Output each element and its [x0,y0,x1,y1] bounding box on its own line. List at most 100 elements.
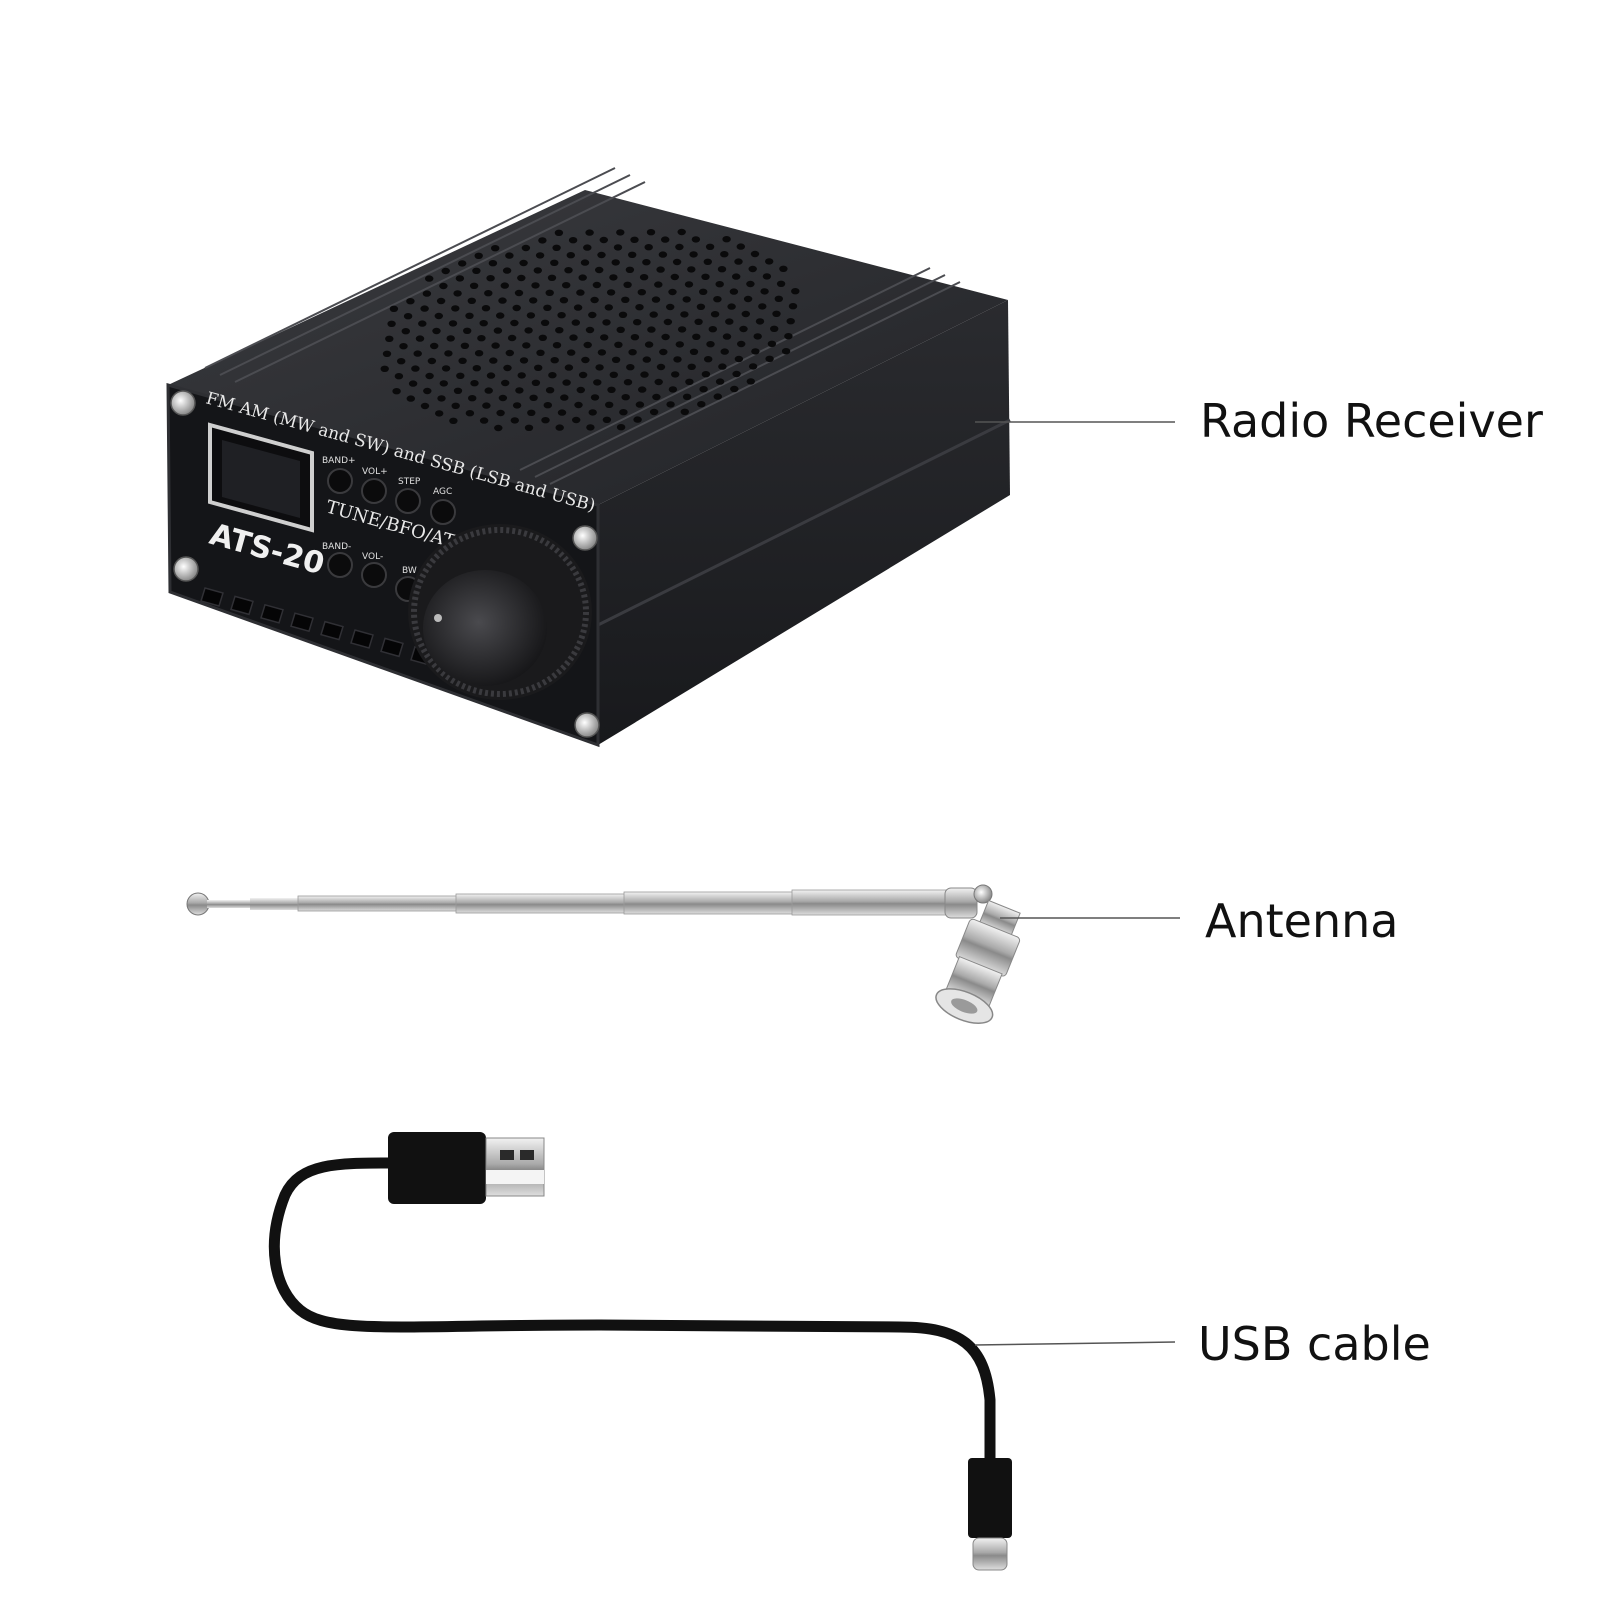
grille-hole [576,289,585,296]
step-button[interactable]: STEP [395,477,421,514]
grille-hole [687,266,696,273]
grille-hole [774,295,783,302]
grille-hole [616,326,625,333]
grille-hole [649,311,658,318]
grille-hole [651,296,661,303]
band-minus-button[interactable]: BAND- [322,542,353,578]
grille-hole [535,252,545,259]
grille-hole [621,394,630,401]
grille-hole [439,282,448,290]
grille-hole [722,333,732,340]
grille-hole [649,408,659,416]
grille-hole [436,297,446,305]
grille-hole [590,394,600,401]
grille-hole [713,296,722,303]
grille-hole [394,373,404,380]
grille-hole [524,424,534,431]
grille-hole [574,401,583,409]
grille-hole [387,320,396,327]
grille-hole [423,387,432,395]
grille-hole [552,342,562,349]
grille-hole [578,371,588,379]
bnc-connector-icon [935,899,1021,1024]
grille-hole [682,296,691,303]
screw-icon [170,390,196,416]
grille-hole [524,327,533,334]
grille-hole [420,305,429,312]
grille-hole [720,251,729,258]
grille-hole [489,357,498,364]
svg-text:BAND+: BAND+ [322,456,356,466]
vent-slot [290,612,314,633]
grille-hole [583,341,592,349]
grille-hole [597,349,607,356]
grille-hole [529,297,538,304]
grille-hole [770,325,779,332]
grille-hole [550,259,559,266]
grille-hole [600,334,609,341]
grille-hole [413,350,422,357]
grille-hole [555,327,564,334]
grille-hole [639,274,649,281]
svg-text:AGC: AGC [433,487,452,497]
grille-hole [602,416,612,423]
grille-hole [455,275,465,282]
speaker-grille [380,228,800,432]
agc-button[interactable]: AGC [430,487,456,525]
grille-hole [760,288,769,295]
grille-hole [401,328,410,335]
grille-hole [736,243,745,250]
grille-hole [607,386,616,393]
grille-hole [758,303,767,310]
grille-hole [568,237,578,244]
grille-hole [611,259,620,266]
grille-hole [517,372,526,379]
grille-hole [609,371,618,378]
grille-hole [422,290,432,297]
grille-hole [732,370,741,378]
grille-hole [705,243,715,250]
grille-hole [751,348,760,355]
grille-hole [672,258,682,266]
grille-hole [529,394,538,401]
grille-hole [708,326,717,333]
grille-hole [668,288,677,296]
grille-hole [704,356,713,363]
grille-hole [644,244,653,251]
grille-hole [503,364,512,372]
grille-hole [505,349,514,357]
grille-hole [444,350,453,357]
grille-hole [380,365,389,372]
grille-hole [486,372,496,379]
vol-minus-button[interactable]: VOL- [361,552,387,588]
grille-hole [522,342,531,349]
usb-cable-icon [268,1157,996,1468]
grille-hole [578,274,587,281]
vent-slot [230,595,254,616]
grille-hole [451,402,460,409]
grille-hole [630,334,640,341]
grille-hole [644,341,654,348]
band-plus-button[interactable]: BAND+ [322,456,356,494]
grille-hole [588,409,597,416]
grille-hole [762,273,772,280]
grille-hole [512,402,522,409]
grille-hole [637,289,646,296]
vol-plus-button[interactable]: VOL+ [361,467,388,504]
grille-hole [554,229,564,236]
grille-hole [484,290,493,297]
screw-icon [173,556,199,582]
grille-hole [701,371,711,378]
grille-hole [786,318,795,325]
tuning-knob-icon[interactable] [408,524,592,700]
grille-hole [585,229,594,236]
vent-slot [320,620,344,641]
grille-hole [618,311,628,318]
grille-hole [399,343,408,350]
grille-hole [746,378,755,385]
grille-hole [605,401,614,408]
radio-receiver-icon: FM AM (MW and SW) and SSB (LSB and USB) … [166,167,1011,748]
grille-hole [425,372,434,380]
cable-wire [268,1157,996,1468]
svg-text:VOL+: VOL+ [362,467,388,477]
